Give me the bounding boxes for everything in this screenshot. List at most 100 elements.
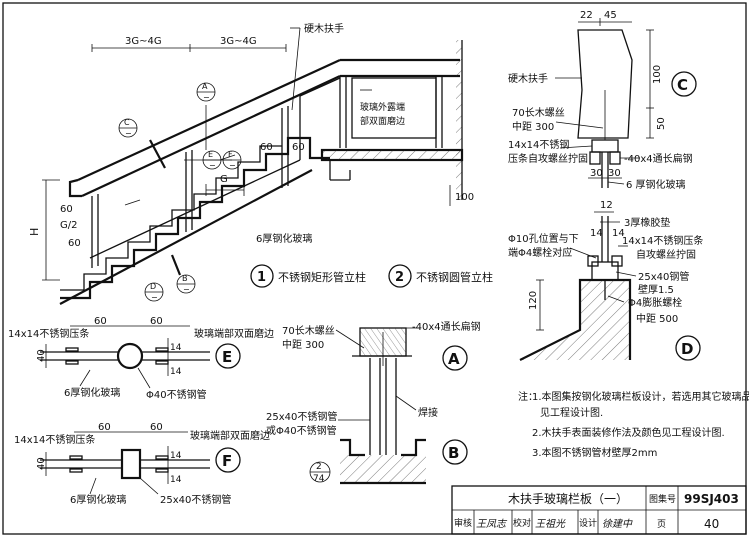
notes-line1b: 见工程设计图. — [540, 406, 603, 419]
dd-label-bolt-2: 中距 500 — [636, 312, 678, 325]
de-label-glass: 6厚钢化玻璃 — [64, 386, 120, 399]
dc-label-steel-2: 压条自攻螺丝拧固 — [508, 152, 588, 165]
de-mark: E — [222, 348, 232, 366]
notes-line1a: 1.本图集按钢化玻璃栏板设计，若选用其它玻璃品种， — [532, 390, 749, 403]
tb-design-label: 设计 — [579, 517, 597, 529]
tb-check-sign: 王祖光 — [535, 518, 566, 530]
detail-e-labels: 60 60 40 14 14 14x14不锈钢压条 玻璃端部双面磨边 6厚钢化玻… — [8, 316, 274, 401]
dc-dim-100: 100 — [652, 65, 663, 84]
notes-prefix: 注： — [518, 390, 538, 403]
de-label-tube: Φ40不锈钢管 — [146, 388, 207, 401]
tb-atlas-number: 99SJ403 — [684, 492, 739, 506]
df-dim-40: 40 — [36, 457, 47, 470]
dd-label-rubber: 3厚橡胶垫 — [624, 216, 670, 229]
label-tempered-glass: 6厚钢化玻璃 — [256, 232, 312, 245]
option-1-num: 1 — [257, 270, 266, 285]
dd-label-tube-2: 壁厚1.5 — [638, 283, 674, 296]
label-handrail: 硬木扶手 — [304, 22, 344, 35]
df-label-tube: 25x40不锈钢管 — [160, 493, 231, 506]
df-label-strip: 14x14不锈钢压条 — [14, 433, 95, 446]
dim-top-1: 3G~4G — [125, 36, 162, 47]
dab-label-flat-steel: -40x4通长扁钢 — [412, 320, 481, 333]
sheet-ref-c: − — [125, 129, 132, 138]
dd-label-bolt-1: Φ4膨胀螺栓 — [628, 296, 682, 309]
notes-line2: 2.木扶手表面装修作法及颜色见工程设计图. — [532, 426, 725, 439]
notes-line3: 3.本图不锈钢管材壁厚2mm — [532, 446, 657, 459]
dim-60a: 60 — [260, 142, 273, 153]
de-dim-14a: 14 — [170, 343, 182, 353]
mark-e: E — [208, 150, 213, 159]
dab-mark-a: A — [448, 350, 460, 368]
mark-b: B — [182, 274, 188, 283]
de-dim-14b: 14 — [170, 367, 182, 377]
dd-dim-14a: 14 — [590, 228, 603, 239]
mark-a: A — [202, 82, 208, 91]
sheet-ref-b: − — [183, 285, 190, 294]
dd-dim-12: 12 — [600, 200, 613, 211]
sheet-ref-d: − — [151, 293, 158, 302]
detail-d-labels: 12 14 14 120 3厚橡胶垫 Φ10孔位置与下 端Φ4螺栓对应 14x1… — [508, 200, 703, 358]
dab-label-screw-1: 70长木螺丝 — [282, 325, 335, 337]
dd-label-strip-2: 自攻螺丝拧固 — [636, 248, 696, 261]
dim-g: G — [220, 174, 228, 185]
dc-dim-30b: 30 — [608, 168, 621, 179]
dc-dim-50: 50 — [656, 117, 667, 130]
dim-top-2: 3G~4G — [220, 36, 257, 47]
de-label-strip: 14x14不锈钢压条 — [8, 327, 89, 340]
tb-atlas-label: 图集号 — [649, 493, 676, 505]
main-elevation — [42, 27, 464, 305]
dim-100: 100 — [455, 192, 474, 203]
dc-mark: C — [677, 76, 688, 94]
dab-label-screw-2: 中距 300 — [282, 338, 324, 351]
dim-60c: 60 — [60, 204, 73, 215]
detail-e — [40, 325, 241, 389]
dc-dim-22: 22 — [580, 10, 593, 21]
dd-label-hole-1: Φ10孔位置与下 — [508, 232, 579, 245]
main-elevation-labels: 3G~4G 3G~4G 硬木扶手 玻璃外露端 部双面磨边 6厚钢化玻璃 60 6… — [28, 22, 474, 249]
title-block: 木扶手玻璃栏板（一） 图集号 99SJ403 审核 王凤志 校对 王祖光 设计 … — [451, 485, 747, 535]
dd-dim-120: 120 — [528, 291, 539, 310]
dim-60b: 60 — [292, 142, 305, 153]
tb-review-sign: 王凤志 — [476, 518, 508, 530]
sheet-ref-a: − — [203, 93, 210, 102]
dab-label-tube-1: 25x40不锈钢管 — [266, 410, 337, 423]
label-glass-edge-1: 玻璃外露端 — [360, 101, 405, 113]
mark-d: D — [150, 282, 156, 291]
tb-design-sign: 徐建中 — [602, 518, 633, 530]
label-glass-edge-2: 部双面磨边 — [360, 115, 405, 127]
sheet-ref-e: − — [209, 161, 216, 170]
dim-60d: 60 — [68, 238, 81, 249]
df-label-edge: 玻璃端部双面磨边 — [190, 429, 270, 442]
df-mark: F — [222, 452, 232, 470]
dim-g2: G/2 — [60, 220, 77, 231]
dc-label-flat-steel: -40x4通长扁钢 — [624, 152, 693, 165]
tb-review-label: 审核 — [454, 517, 472, 529]
detail-d — [519, 211, 701, 361]
dim-h: H — [28, 228, 41, 236]
dc-dim-30a: 30 — [590, 168, 603, 179]
dab-ref-bottom: 74 — [313, 474, 325, 484]
dab-ref-top: 2 — [316, 462, 322, 472]
dd-label-hole-2: 端Φ4螺栓对应 — [508, 246, 572, 259]
df-dim-60a: 60 — [98, 422, 111, 433]
mark-c: C — [124, 118, 130, 127]
df-dim-14a: 14 — [170, 451, 182, 461]
df-label-glass: 6厚钢化玻璃 — [70, 493, 126, 506]
tb-drawing-title: 木扶手玻璃栏板（一） — [508, 491, 628, 506]
detail-ab — [309, 327, 468, 485]
dab-label-weld: 焊接 — [418, 406, 438, 419]
tb-page-label: 页 — [657, 519, 666, 530]
dc-label-screw-1: 70长木螺丝 — [512, 107, 565, 119]
tb-check-label: 校对 — [513, 517, 531, 529]
dc-label-handrail: 硬木扶手 — [508, 72, 548, 85]
df-dim-14b: 14 — [170, 475, 182, 485]
tb-page-number: 40 — [704, 517, 719, 531]
option-2-num: 2 — [395, 270, 404, 285]
dc-label-screw-2: 中距 300 — [512, 120, 554, 133]
de-label-edge: 玻璃端部双面磨边 — [194, 327, 274, 340]
df-dim-60b: 60 — [150, 422, 163, 433]
detail-c — [555, 18, 697, 188]
mark-f: F — [228, 150, 233, 159]
